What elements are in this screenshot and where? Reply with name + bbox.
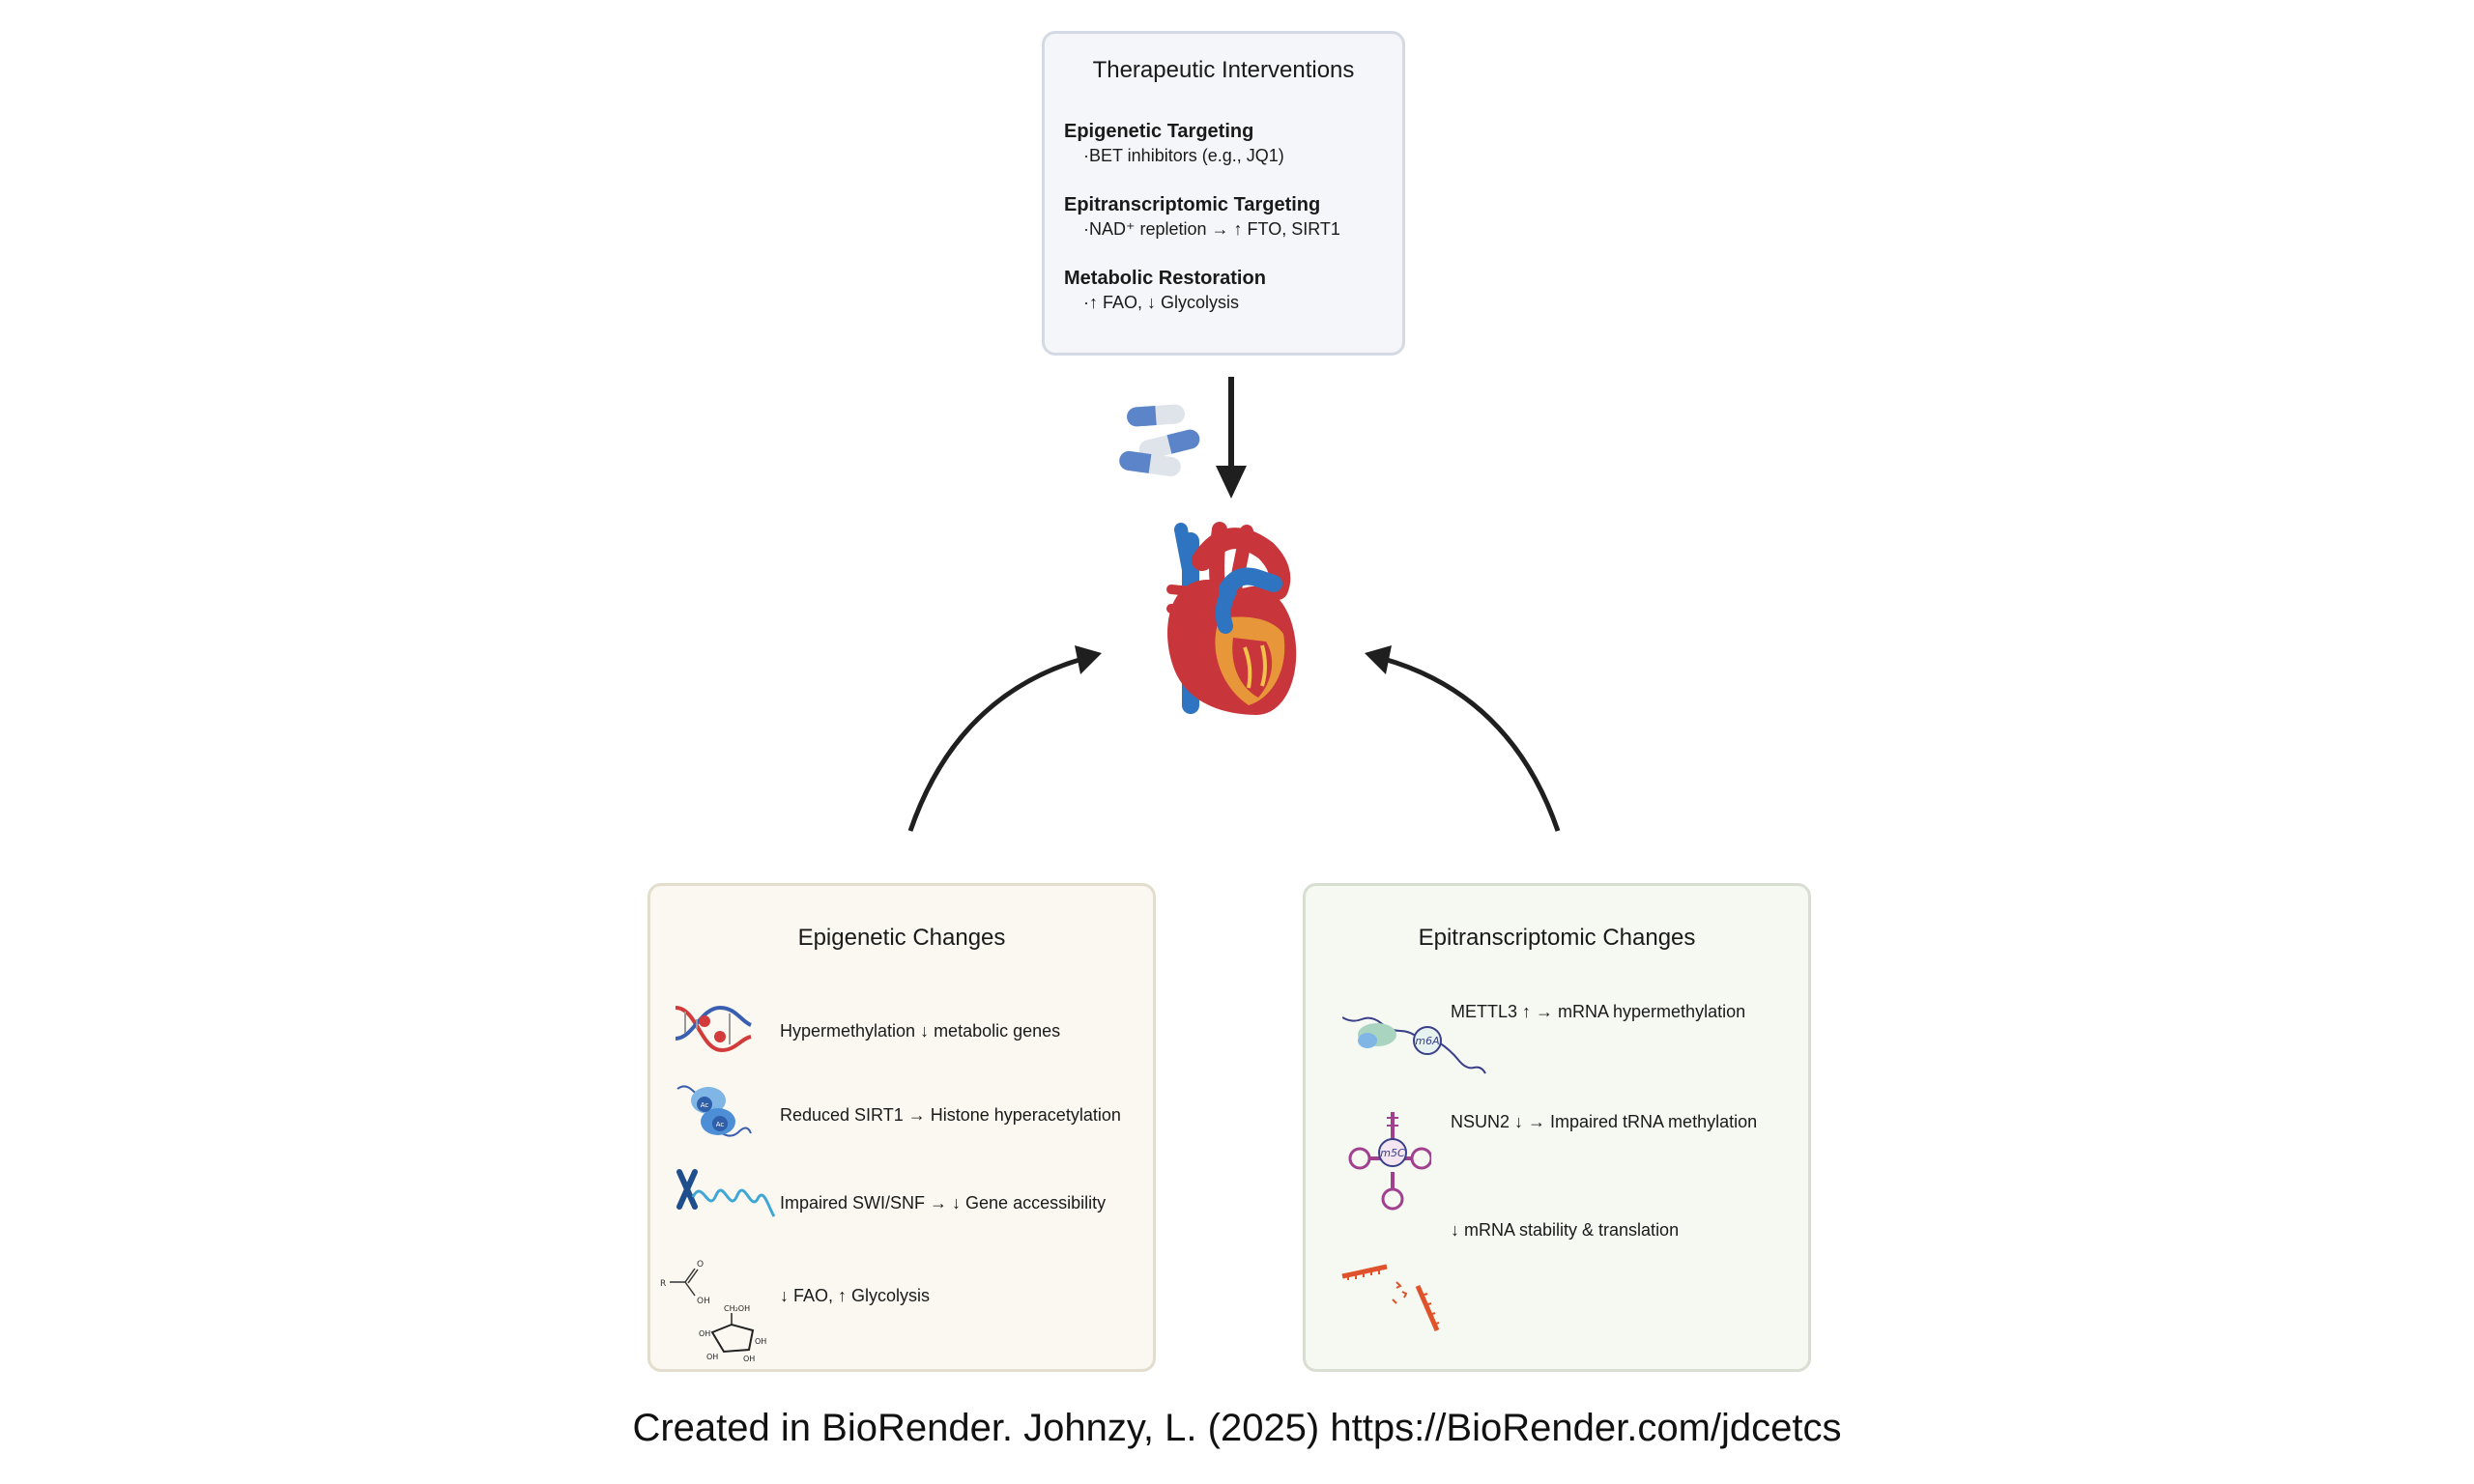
- trna-m5c-icon: m5C: [1348, 1112, 1431, 1211]
- section-item: ·NAD⁺ repletion → ↑ FTO, SIRT1: [1083, 219, 1340, 239]
- therapeutic-title: Therapeutic Interventions: [1092, 57, 1355, 83]
- chem-oh-label: OH: [743, 1355, 755, 1363]
- epitranscriptomic-item-3: ↓ mRNA stability & translation: [1451, 1220, 1680, 1240]
- section-heading: Metabolic Restoration: [1064, 268, 1266, 289]
- section-item: ·↑ FAO, ↓ Glycolysis: [1083, 293, 1240, 312]
- chem-oh-label: OH: [706, 1353, 718, 1361]
- chem-ch2oh-label: CH₂OH: [724, 1304, 750, 1313]
- chromatin-icon: [676, 1169, 776, 1217]
- pills-icon: [1119, 404, 1200, 477]
- epigenetic-item-2: Reduced SIRT1 → Histone hyperacetylation: [780, 1105, 1121, 1125]
- epigenetic-item-3: Impaired SWI/SNF → ↓ Gene accessibility: [780, 1193, 1107, 1213]
- therapeutic-interventions-box: Therapeutic Interventions Epigenetic Tar…: [1042, 31, 1405, 356]
- fatty-acid-glucose-icon: R O OH CH₂OH OH OH OH OH: [660, 1260, 766, 1363]
- m5c-label: m5C: [1380, 1147, 1405, 1159]
- section-epitranscriptomic-targeting: Epitranscriptomic Targeting ·NAD⁺ replet…: [1064, 192, 1340, 241]
- heart-icon: [1166, 522, 1297, 715]
- chem-oh-label: OH: [699, 1329, 710, 1338]
- left-curved-arrow: [907, 645, 1102, 832]
- section-item: ·BET inhibitors (e.g., JQ1): [1083, 146, 1284, 165]
- epigenetic-item-4: ↓ FAO, ↑ Glycolysis: [780, 1286, 931, 1305]
- epitranscriptomic-item-2: NSUN2 ↓ → Impaired tRNA methylation: [1451, 1112, 1758, 1131]
- epigenetic-title: Epigenetic Changes: [797, 925, 1006, 951]
- section-heading: Epigenetic Targeting: [1064, 121, 1254, 142]
- epitranscriptomic-title: Epitranscriptomic Changes: [1418, 925, 1696, 951]
- biorender-credit: Created in BioRender. Johnzy, L. (2025) …: [632, 1407, 1842, 1449]
- epitranscriptomic-changes-box: Epitranscriptomic Changes m6A METTL3 ↑ →…: [1303, 883, 1811, 1372]
- dna-methylation-icon: [675, 1005, 752, 1053]
- epitranscriptomic-item-1: METTL3 ↑ → mRNA hypermethylation: [1451, 1002, 1746, 1021]
- mrna-degradation-icon: [1341, 1264, 1440, 1331]
- epigenetic-changes-box: Epigenetic Changes Hypermethylation ↓ me…: [647, 883, 1156, 1372]
- chem-r-label: R: [660, 1279, 666, 1289]
- ac-label: Ac: [716, 1121, 725, 1128]
- m6a-label: m6A: [1415, 1035, 1439, 1047]
- section-metabolic-restoration: Metabolic Restoration ·↑ FAO, ↓ Glycolys…: [1064, 266, 1266, 314]
- chem-oh-label: OH: [755, 1337, 766, 1346]
- section-epigenetic-targeting: Epigenetic Targeting ·BET inhibitors (e.…: [1064, 119, 1284, 167]
- right-curved-arrow: [1365, 645, 1561, 832]
- epigenetic-item-1: Hypermethylation ↓ metabolic genes: [780, 1021, 1061, 1041]
- chem-o-label: O: [697, 1260, 704, 1270]
- down-arrow: [1216, 377, 1247, 499]
- histone-icon: Ac Ac: [676, 1085, 752, 1137]
- mettl3-m6a-icon: m6A: [1342, 1016, 1486, 1074]
- chem-oh-label: OH: [697, 1297, 710, 1306]
- ac-label: Ac: [701, 1101, 709, 1109]
- section-heading: Epitranscriptomic Targeting: [1064, 194, 1321, 215]
